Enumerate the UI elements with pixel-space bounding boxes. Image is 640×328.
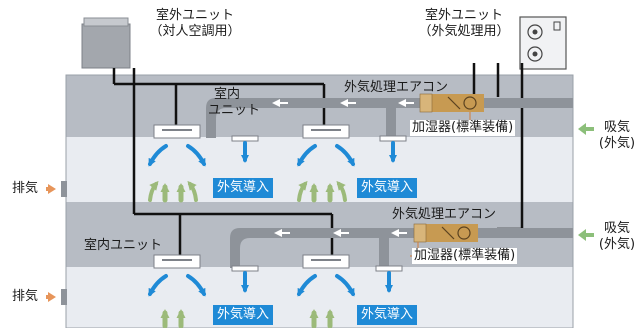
duct-flow-arrows <box>272 99 414 237</box>
humidifier-label: 加湿器(標準装備) <box>412 248 518 264</box>
room-band-lower <box>66 267 573 328</box>
intake-arrow-icons <box>578 123 594 241</box>
intake-label: 吸気 (外気) <box>598 221 636 252</box>
exhaust-label: 排気 <box>12 289 39 304</box>
outside-air-tag: 外気導入 <box>213 305 274 325</box>
outdoor-unit-ac-label: 室外ユニット （対人空調用） <box>149 8 241 39</box>
indoor-unit-label: 室内 ユニット <box>208 87 261 118</box>
oa-unit-label: 外気処理エアコン <box>344 80 449 95</box>
indoor-units <box>153 124 350 269</box>
return-air-arrows <box>160 183 335 328</box>
outdoor-unit-oa-label: 室外ユニット （外気処理用） <box>418 8 510 39</box>
humidifier-label: 加湿器(標準装備) <box>410 120 516 136</box>
outside-air-tag: 外気導入 <box>357 305 418 325</box>
exhaust-arrow-icons <box>46 181 67 305</box>
oa-unit-label: 外気処理エアコン <box>392 207 497 222</box>
outdoor-unit-ac-icon <box>81 17 131 69</box>
oa-duct-floor-1 <box>206 93 573 138</box>
intake-label: 吸気 (外気) <box>598 120 636 151</box>
outdoor-unit-oa-icon <box>519 16 567 70</box>
top-caption: ・・・・・・・・ <box>40 0 144 6</box>
outside-air-tag: 外気導入 <box>357 178 418 198</box>
supply-air-arrows <box>148 141 397 297</box>
outside-air-tag: 外気導入 <box>213 178 274 198</box>
indoor-unit-label: 室内ユニット <box>84 238 163 253</box>
oa-duct-floor-2 <box>230 223 573 268</box>
room-band-upper <box>66 137 573 202</box>
exhaust-label: 排気 <box>12 181 39 196</box>
